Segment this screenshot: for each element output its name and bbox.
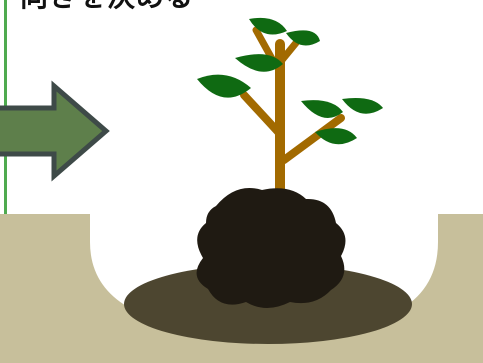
root-ball — [197, 188, 346, 308]
plant-leaves — [197, 18, 383, 144]
right-arrow-icon — [0, 86, 106, 176]
diagram-heading: 向きを決める — [20, 0, 194, 14]
